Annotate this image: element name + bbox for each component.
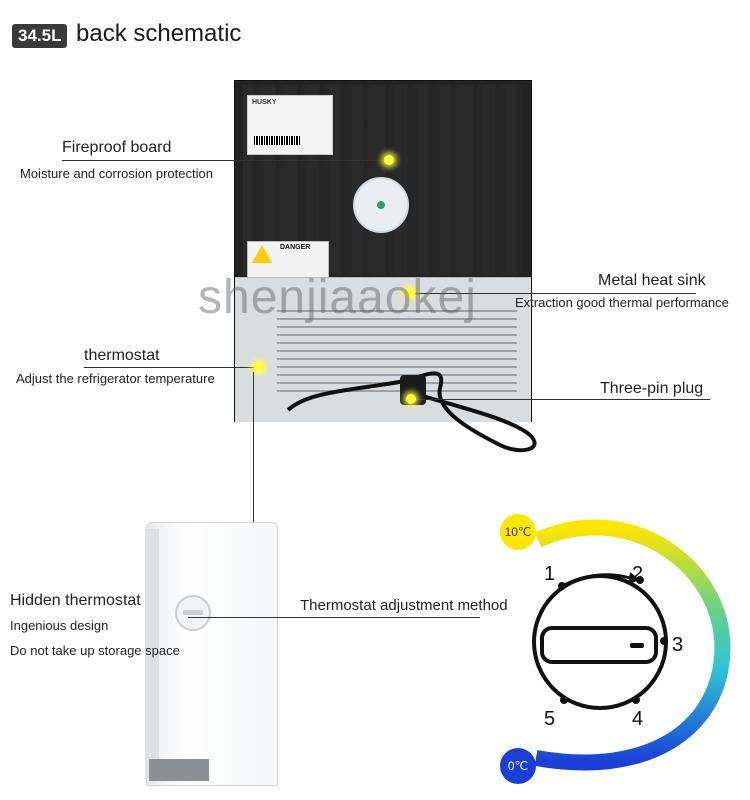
fridge-side-view [145,522,278,786]
power-cord [286,371,537,453]
dial-number-5: 5 [544,708,556,730]
fridge-back-panel: HUSKY DANGER [234,80,532,422]
dial-number-3: 3 [672,634,684,656]
round-sticker [353,177,409,233]
page-title: back schematic [76,20,242,47]
capacity-badge: 34.5L [12,24,68,48]
danger-label: DANGER [247,241,329,279]
high-temp-badge: 10℃ [500,514,536,550]
thermostat-connector-line [253,372,254,530]
dial-number-2: 2 [632,563,644,585]
thermostat-leader-line [84,367,260,368]
adjustment-method-title: Thermostat adjustment method [300,597,508,614]
low-temp-badge: 0℃ [500,748,536,784]
thermostat-marker [254,362,264,372]
plug-leader-line [412,399,710,400]
side-panel-edge [145,529,159,779]
fireproof-desc: Moisture and corrosion protection [20,166,213,181]
hidden-thermostat-title: Hidden thermostat [10,592,141,609]
fridge-foot [149,759,209,781]
dial-number-4: 4 [632,708,644,730]
barcode [254,136,300,145]
fire-warning-icon [252,245,272,263]
thermostat-title: thermostat [84,347,160,364]
metal-heat-sink [235,277,531,422]
heatsink-leader-line [410,293,696,294]
hidden-thermostat-desc-1: Ingenious design [10,618,109,633]
watermark: shenjiaaokej [198,271,477,324]
product-label: HUSKY [247,95,333,155]
fireproof-leader-line [62,160,390,161]
heatsink-marker [405,288,415,298]
temperature-dial-diagram [532,519,731,771]
heatsink-desc: Extraction good thermal performance [515,295,729,310]
temperature-arc [534,519,731,771]
dial-pointer-mark [630,643,644,648]
heatsink-title: Metal heat sink [598,272,706,289]
dial-number-1: 1 [544,563,556,585]
fireproof-title: Fireproof board [62,139,172,156]
high-temp-label: 10℃ [504,525,532,539]
thermostat-desc: Adjust the refrigerator temperature [16,371,215,386]
danger-label-text: DANGER [280,244,311,251]
dial-handle [540,626,658,664]
plug-marker [406,394,416,404]
plug-title: Three-pin plug [600,380,704,397]
rotation-arrow [561,573,631,588]
adjustment-method-line [188,617,480,618]
low-temp-label: 0℃ [507,759,529,773]
fireproof-marker [384,155,394,165]
hidden-thermostat-desc-2: Do not take up storage space [10,643,180,658]
thermostat-knob [175,595,211,631]
brand-label: HUSKY [252,99,277,106]
